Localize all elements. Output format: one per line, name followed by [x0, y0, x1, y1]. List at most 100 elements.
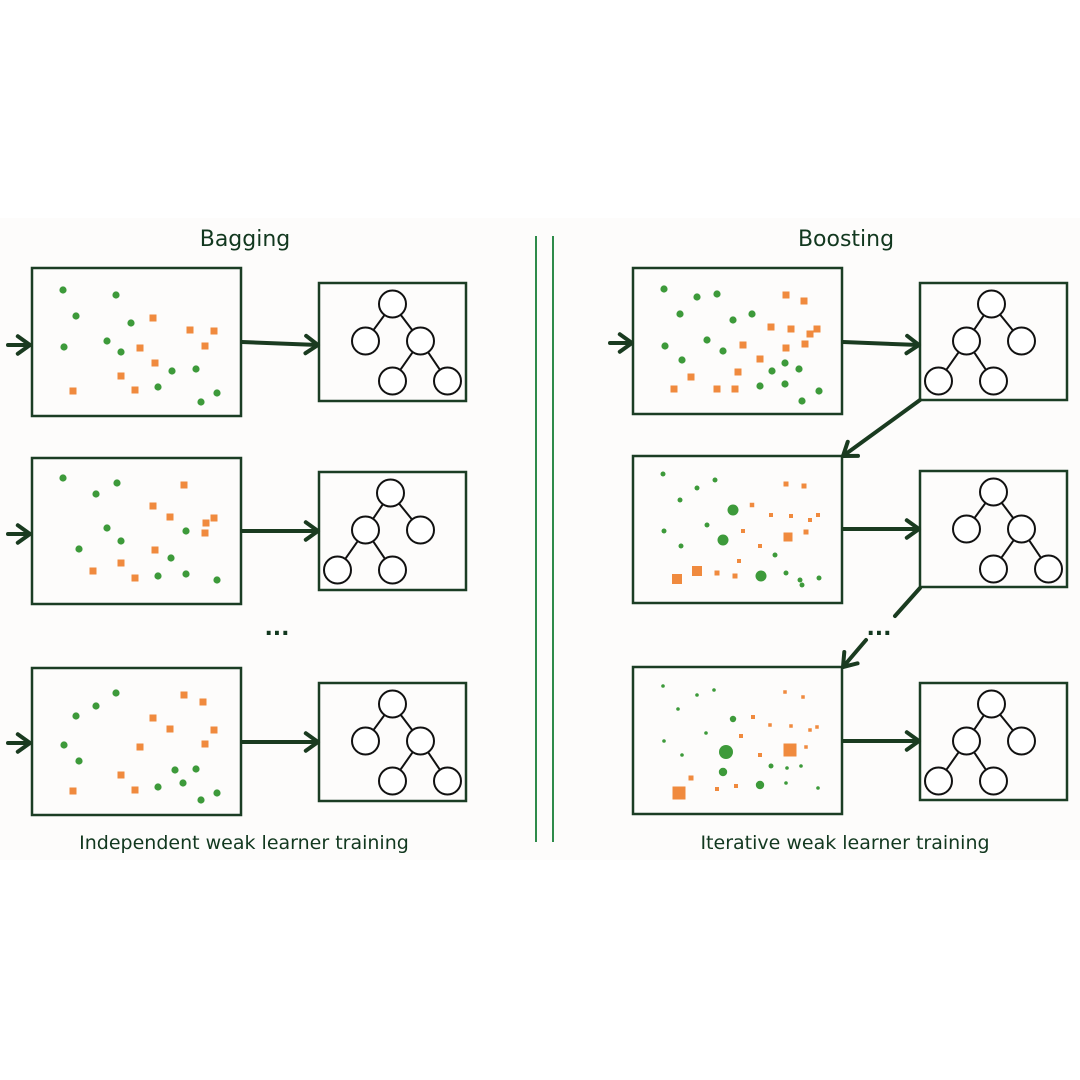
orange-point	[787, 325, 795, 333]
green-point	[117, 537, 125, 545]
orange-point	[131, 786, 139, 794]
boosting-input-arrow	[608, 332, 634, 354]
green-point	[816, 786, 820, 790]
tree-node	[1007, 326, 1036, 356]
orange-point	[801, 483, 807, 489]
tree-node	[406, 726, 435, 756]
orange-point	[731, 385, 739, 393]
bagging-train-arrow-3	[240, 731, 320, 753]
tree-node	[924, 766, 953, 796]
orange-point	[789, 514, 793, 518]
green-point	[660, 471, 666, 477]
green-point	[676, 707, 680, 711]
tree-node	[977, 689, 1006, 719]
green-point	[113, 479, 121, 487]
green-point	[213, 576, 221, 584]
green-point	[168, 367, 176, 375]
orange-point	[782, 344, 790, 352]
bagging-train-arrow-2	[240, 520, 320, 542]
boosting-train-arrow-1-head	[904, 333, 921, 356]
green-point	[154, 383, 162, 391]
orange-point	[769, 513, 773, 517]
orange-point	[801, 695, 805, 699]
green-point	[799, 764, 803, 768]
tree-edge	[344, 540, 359, 560]
green-point	[785, 766, 789, 770]
green-point	[676, 310, 684, 318]
orange-point	[69, 787, 77, 795]
tree-node	[351, 326, 380, 356]
green-point	[680, 753, 684, 757]
tree-edge	[372, 540, 386, 560]
green-point	[167, 554, 175, 562]
bagging-tree-2	[317, 470, 468, 592]
orange-point	[687, 373, 695, 381]
boosting-train-arrow-3	[841, 730, 921, 752]
tree-edge	[999, 713, 1014, 732]
orange-point	[749, 502, 755, 508]
green-point	[112, 689, 120, 697]
orange-point	[758, 544, 762, 548]
green-point	[719, 347, 727, 355]
bagging-input-arrow-2	[6, 523, 32, 545]
tree-edge	[372, 503, 384, 520]
green-point	[816, 575, 822, 581]
orange-point	[692, 566, 702, 576]
orange-point	[166, 725, 174, 733]
bagging-ellipsis: ...	[264, 616, 289, 641]
tree-edge	[399, 314, 414, 331]
orange-point	[210, 514, 218, 522]
green-point	[798, 397, 806, 405]
green-point	[781, 380, 789, 388]
orange-point	[201, 342, 209, 350]
orange-point	[783, 481, 789, 487]
tree-node	[378, 289, 407, 319]
bagging-input-arrow-1-head	[15, 334, 32, 356]
green-point	[92, 702, 100, 710]
boosting-feedback-arrow-2-head	[841, 650, 860, 669]
tree-node	[406, 515, 435, 545]
orange-point	[714, 570, 720, 576]
orange-point	[672, 574, 682, 584]
bagging-input-arrow-3	[6, 732, 32, 754]
green-point	[693, 293, 701, 301]
green-point	[694, 485, 700, 491]
green-point	[719, 745, 733, 759]
green-point	[704, 731, 708, 735]
green-point	[703, 336, 711, 344]
bagging-sample-3	[30, 666, 243, 817]
boosting-tree-1-frame	[918, 281, 1069, 402]
green-point	[678, 356, 686, 364]
boosting-sample-1	[631, 266, 844, 416]
orange-point	[688, 775, 694, 781]
green-point	[75, 757, 83, 765]
green-point	[781, 359, 789, 367]
tree-node	[979, 766, 1008, 796]
green-point	[704, 522, 710, 528]
green-point	[678, 543, 684, 549]
green-point	[660, 285, 668, 293]
bagging-title: Bagging	[200, 227, 291, 252]
green-point	[768, 763, 774, 769]
boosting-tree-3	[918, 681, 1069, 802]
green-point	[797, 577, 803, 583]
green-point	[795, 365, 803, 373]
orange-point	[741, 529, 745, 533]
bagging-tree-3	[317, 681, 468, 803]
orange-point	[151, 546, 159, 554]
orange-point	[816, 513, 820, 517]
orange-point	[117, 771, 125, 779]
green-point	[171, 766, 179, 774]
bagging-train-arrow-1-head	[303, 333, 320, 356]
orange-point	[149, 502, 157, 510]
boosting-train-arrow-2-head	[904, 518, 921, 540]
orange-point	[202, 519, 210, 527]
tree-node	[406, 326, 435, 356]
orange-point	[117, 559, 125, 567]
boosting-sample-3	[631, 665, 844, 816]
green-point	[677, 497, 683, 503]
boosting-ellipsis: ...	[866, 616, 891, 641]
orange-point	[180, 481, 188, 489]
bagging-sample-1	[30, 266, 243, 418]
